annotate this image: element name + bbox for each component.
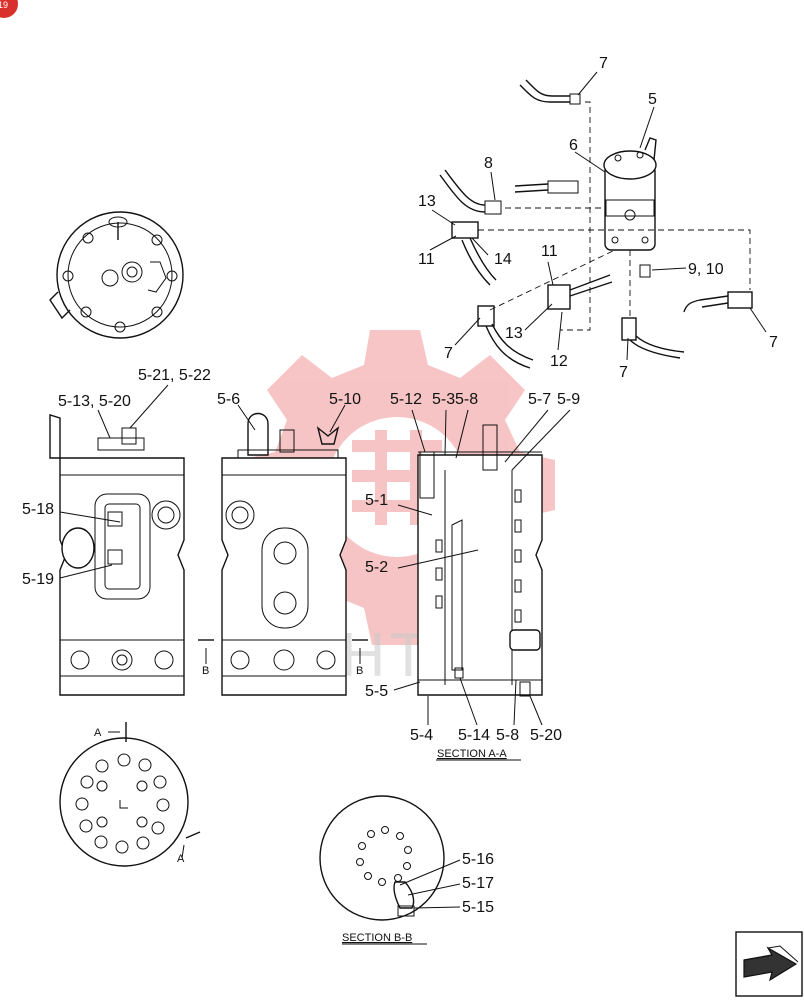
label-11-right: 11 bbox=[541, 243, 558, 260]
label-13-left: 13 bbox=[418, 193, 436, 210]
side-view-right bbox=[198, 404, 368, 696]
label-5-14: 5-14 bbox=[458, 727, 490, 744]
page-badge-text: 19 bbox=[0, 0, 8, 10]
label-8: 8 bbox=[484, 155, 493, 172]
label-7-right: 7 bbox=[769, 334, 778, 351]
label-5-5: 5-5 bbox=[365, 683, 388, 700]
side-view-left bbox=[49, 384, 185, 696]
arrow-right-icon[interactable] bbox=[735, 931, 803, 997]
label-5-21-5-22: 5-21, 5-22 bbox=[138, 367, 211, 384]
label-5: 5 bbox=[648, 91, 657, 108]
caption-section-aa: SECTION A-A bbox=[437, 748, 507, 760]
label-5-6: 5-6 bbox=[217, 391, 240, 408]
label-5-2: 5-2 bbox=[365, 559, 388, 576]
caption-section-bb: SECTION B-B bbox=[342, 932, 412, 944]
label-12: 12 bbox=[550, 353, 568, 370]
marker-b-right: B bbox=[356, 665, 363, 677]
label-5-4: 5-4 bbox=[410, 727, 433, 744]
marker-b-left: B bbox=[202, 665, 209, 677]
label-5-18: 5-18 bbox=[22, 501, 54, 518]
label-5-12: 5-12 bbox=[390, 391, 422, 408]
label-5-10: 5-10 bbox=[329, 391, 361, 408]
section-aa-view bbox=[393, 409, 571, 761]
label-5-19: 5-19 bbox=[22, 571, 54, 588]
label-5-8-bottom: 5-8 bbox=[496, 727, 519, 744]
label-7-top: 7 bbox=[599, 55, 608, 72]
label-5-1: 5-1 bbox=[365, 492, 388, 509]
label-5-3: 5-3 bbox=[432, 391, 455, 408]
section-bb-view bbox=[319, 795, 461, 945]
top-view bbox=[49, 211, 184, 339]
label-5-20: 5-20 bbox=[530, 727, 562, 744]
marker-a-top: A bbox=[94, 727, 102, 739]
label-14: 14 bbox=[494, 251, 512, 268]
label-5-16: 5-16 bbox=[462, 851, 494, 868]
label-5-7: 5-7 bbox=[528, 391, 551, 408]
label-9-10: 9, 10 bbox=[688, 261, 724, 278]
label-7-bottom: 7 bbox=[619, 364, 628, 381]
bottom-view bbox=[59, 722, 201, 867]
label-5-15: 5-15 bbox=[462, 899, 494, 916]
page-badge: 19 bbox=[0, 0, 18, 18]
label-11-left: 11 bbox=[418, 251, 435, 268]
label-7-left: 7 bbox=[444, 345, 453, 362]
label-13-bottom: 13 bbox=[505, 325, 523, 342]
swivel-joint-assembly bbox=[429, 71, 767, 369]
label-5-17: 5-17 bbox=[462, 875, 494, 892]
label-5-13-5-20: 5-13, 5-20 bbox=[58, 393, 131, 410]
label-5-9: 5-9 bbox=[557, 391, 580, 408]
label-5-8-top: 5-8 bbox=[455, 391, 478, 408]
marker-a-bottom: A bbox=[177, 853, 185, 865]
label-6: 6 bbox=[569, 137, 578, 154]
